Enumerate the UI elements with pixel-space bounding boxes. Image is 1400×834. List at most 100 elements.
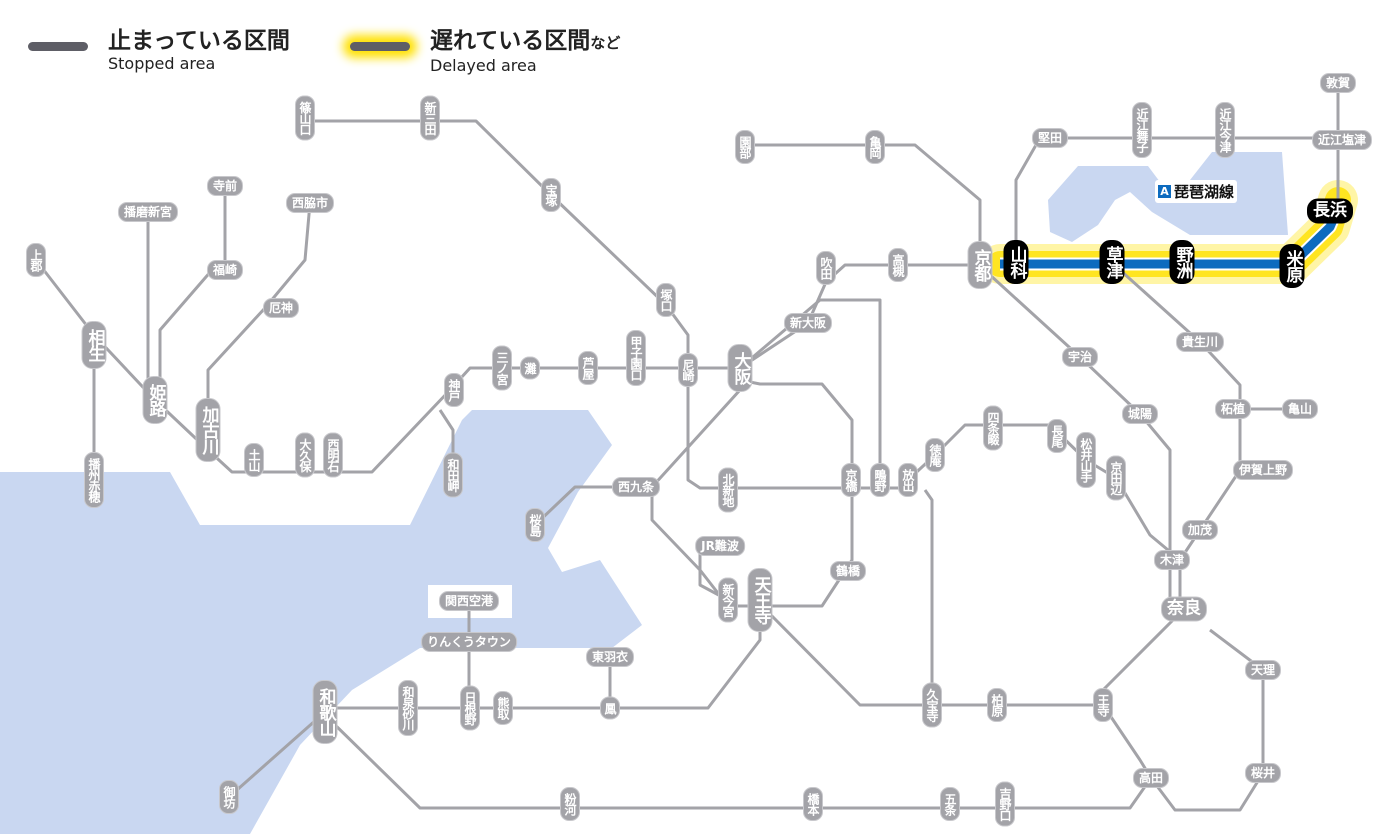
rail-line-0 [305, 119, 908, 490]
rail-line-10 [745, 143, 982, 265]
station-label[interactable]: 大久保 [295, 432, 315, 478]
station-label[interactable]: 日根野 [460, 685, 480, 731]
legend-delayed: 遅れている区間など Delayed area [350, 28, 620, 76]
station-label[interactable]: 甲子園口 [626, 330, 646, 386]
station-label[interactable]: 鶴橋 [829, 561, 867, 581]
station-label[interactable]: 五条 [940, 787, 960, 821]
rail-line-11 [1014, 136, 1342, 262]
station-label[interactable]: 鴫野 [870, 463, 890, 497]
station-label[interactable]: 西明石 [323, 432, 343, 478]
station-label[interactable]: 桜井 [1244, 763, 1282, 783]
station-label[interactable]: 神戸 [444, 373, 464, 407]
rail-line-20 [766, 610, 1103, 707]
rail-line-21 [923, 489, 934, 705]
station-label[interactable]: 吹田 [816, 251, 836, 285]
station-label[interactable]: 亀岡 [865, 130, 885, 164]
legend-stopped-en: Stopped area [108, 54, 216, 73]
station-label[interactable]: 京橋 [841, 463, 861, 497]
line-badge: A [1158, 185, 1171, 198]
station-label[interactable]: 王寺 [1093, 688, 1113, 722]
rail-line-26 [228, 710, 326, 799]
station-label[interactable]: 城陽 [1121, 404, 1159, 424]
station-label[interactable]: 和田岬 [443, 452, 463, 498]
station-label[interactable]: 和泉砂川 [398, 680, 418, 736]
station-label[interactable]: 三ノ宮 [492, 345, 512, 391]
station-label[interactable]: 四条畷 [983, 405, 1003, 451]
station-label[interactable]: 野洲 [1169, 240, 1195, 284]
station-label[interactable]: 福崎 [206, 260, 244, 280]
station-label[interactable]: 長尾 [1047, 419, 1067, 453]
station-label[interactable]: 柏原 [987, 688, 1007, 722]
station-label[interactable]: 和歌山 [312, 680, 338, 744]
station-label[interactable]: 新三田 [420, 95, 440, 141]
station-label[interactable]: 篠山口 [295, 95, 315, 141]
station-label[interactable]: 天王寺 [747, 568, 773, 632]
station-label[interactable]: 橋本 [803, 787, 823, 821]
station-label[interactable]: 厄神 [262, 298, 300, 318]
station-label[interactable]: 西九条 [611, 477, 661, 497]
station-label[interactable]: 高槻 [888, 248, 908, 282]
station-label[interactable]: 近江舞子 [1132, 102, 1152, 158]
station-label[interactable]: 徳庵 [925, 438, 945, 472]
station-label[interactable]: 御坊 [219, 780, 239, 814]
station-label[interactable]: 姫路 [142, 376, 168, 424]
station-label[interactable]: 木津 [1153, 550, 1191, 570]
station-label[interactable]: 加古川 [195, 398, 221, 462]
station-label[interactable]: 加茂 [1181, 520, 1219, 540]
station-label[interactable]: 敦賀 [1319, 73, 1357, 93]
station-label[interactable]: 播磨新宮 [117, 202, 179, 222]
rail-line-2 [739, 298, 882, 488]
station-label[interactable]: 上郡 [26, 243, 46, 277]
osaka-bay [0, 410, 642, 834]
station-label[interactable]: 尼崎 [678, 353, 698, 387]
station-label[interactable]: 近江塩津 [1311, 130, 1373, 150]
station-label[interactable]: 京田辺 [1106, 455, 1126, 501]
station-label[interactable]: 放出 [898, 463, 918, 497]
station-label[interactable]: 灘 [520, 356, 540, 380]
station-label[interactable]: 奈良 [1161, 596, 1207, 622]
station-label[interactable]: 粉河 [560, 787, 580, 821]
station-label[interactable]: 関西空港 [438, 591, 500, 611]
station-label[interactable]: 東羽衣 [585, 647, 635, 667]
station-label[interactable]: 芦屋 [578, 351, 598, 385]
line-name: 琵琶湖線 [1174, 183, 1235, 201]
station-label[interactable]: 近江今津 [1215, 102, 1235, 158]
station-label[interactable]: 宇治 [1061, 347, 1099, 367]
station-label[interactable]: 新大阪 [783, 313, 833, 333]
station-label[interactable]: 京都 [967, 241, 993, 289]
legend-delayed-en: Delayed area [430, 56, 537, 75]
station-label[interactable]: 草津 [1099, 240, 1125, 284]
station-label[interactable]: 園部 [735, 130, 755, 164]
station-label[interactable]: 北新地 [718, 467, 738, 513]
station-label[interactable]: 寺前 [206, 176, 244, 196]
station-label[interactable]: 塚口 [656, 283, 676, 317]
station-label[interactable]: 松井山手 [1076, 432, 1096, 488]
station-label[interactable]: 柘植 [1214, 399, 1252, 419]
station-label[interactable]: 熊取 [493, 691, 513, 725]
station-label[interactable]: 米原 [1279, 244, 1305, 288]
station-label[interactable]: JR難波 [695, 536, 745, 556]
station-label[interactable]: 播州赤穂 [84, 452, 104, 508]
station-label[interactable]: 天理 [1244, 660, 1282, 680]
station-label[interactable]: 山科 [1003, 240, 1029, 284]
station-label[interactable]: 土山 [244, 443, 264, 477]
rail-line-17 [1101, 607, 1186, 705]
station-label[interactable]: 宝塚 [541, 178, 561, 212]
station-label[interactable]: 西脇市 [285, 193, 335, 213]
station-label[interactable]: 久宝寺 [922, 682, 942, 728]
station-label[interactable]: 高田 [1132, 768, 1170, 788]
legend-stopped: 止まっている区間 Stopped area [28, 28, 290, 74]
station-label[interactable]: りんくうタウン [421, 632, 517, 652]
station-label[interactable]: 吉野口 [995, 781, 1015, 827]
station-label[interactable]: 長浜 [1307, 198, 1353, 224]
station-label[interactable]: 伊賀上野 [1232, 460, 1294, 480]
station-label[interactable]: 新今宮 [718, 577, 738, 623]
station-label[interactable]: 鳳 [600, 696, 620, 720]
station-label[interactable]: 相生 [81, 321, 107, 369]
station-label[interactable]: 亀山 [1281, 399, 1319, 419]
station-label[interactable]: 堅田 [1031, 128, 1069, 148]
station-label[interactable]: 大阪 [727, 344, 753, 392]
line-label-biwako[interactable]: A 琵琶湖線 [1155, 180, 1238, 203]
station-label[interactable]: 桜島 [525, 508, 545, 542]
station-label[interactable]: 貴生川 [1175, 332, 1225, 352]
